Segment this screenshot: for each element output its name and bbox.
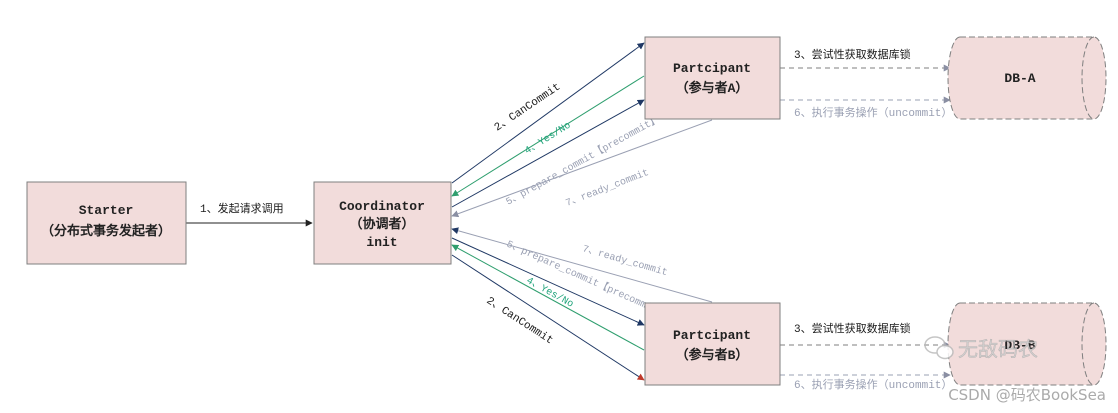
participant-b-title: Partcipant [673,328,751,343]
participant-b-subtitle: （参与者B） [676,347,749,363]
coordinator-state: init [366,235,397,250]
participant-b-node: Partcipant （参与者B） [644,302,781,386]
starter-title: Starter [79,203,134,218]
edge-labels: 1、发起请求调用 2、CanCommit 4、Yes/No 5、prepare_… [200,47,952,392]
edge-ready-b [451,227,713,303]
edge-precommit-b [451,237,645,326]
edge-cancommit-b [451,254,645,381]
coordinator-node: Coordinator （协调者） init [313,181,452,265]
label-exec-a: 6、执行事务操作（uncommit） [794,105,952,120]
starter-node: Starter （分布式事务发起者） [26,181,187,265]
csdn-watermark: CSDN @码农BookSea [948,386,1106,404]
label-cancommit-a: 2、CanCommit [493,81,564,134]
coordinator-subtitle: （协调者） [349,216,414,232]
edge-ready-a [451,119,713,218]
wechat-watermark-text: 无敌码农 [958,337,1038,361]
edge-yesno-b [451,244,645,351]
label-start-call: 1、发起请求调用 [200,201,284,216]
participant-a-node: Partcipant （参与者A） [644,36,781,120]
edge-yesno-a [451,75,645,197]
db-a-node: DB-A [947,36,1107,120]
edges-layer [186,42,951,381]
label-ready-b: 7、ready_commit [581,243,669,279]
label-ready-a: 7、ready_commit [564,167,650,210]
wechat-watermark: 无敌码农 [924,336,1038,361]
label-yesno-b: 4、Yes/No [524,275,575,311]
label-lock-b: 3、尝试性获取数据库锁 [794,321,911,336]
wechat-icon [924,336,954,360]
db-b-label: DB-B [1004,338,1035,353]
participant-a-subtitle: （参与者A） [676,80,749,96]
label-lock-a: 3、尝试性获取数据库锁 [794,47,911,62]
db-a-label: DB-A [1004,71,1035,86]
participant-a-title: Partcipant [673,61,751,76]
starter-subtitle: （分布式事务发起者） [41,223,171,239]
coordinator-title: Coordinator [339,199,425,214]
label-cancommit-b: 2、CanCommit [484,295,555,347]
edge-precommit-a [451,99,645,208]
edge-cancommit-a [451,42,645,184]
db-b-node: DB-B [947,302,1107,386]
label-exec-b: 6、执行事务操作（uncommit） [794,377,952,392]
